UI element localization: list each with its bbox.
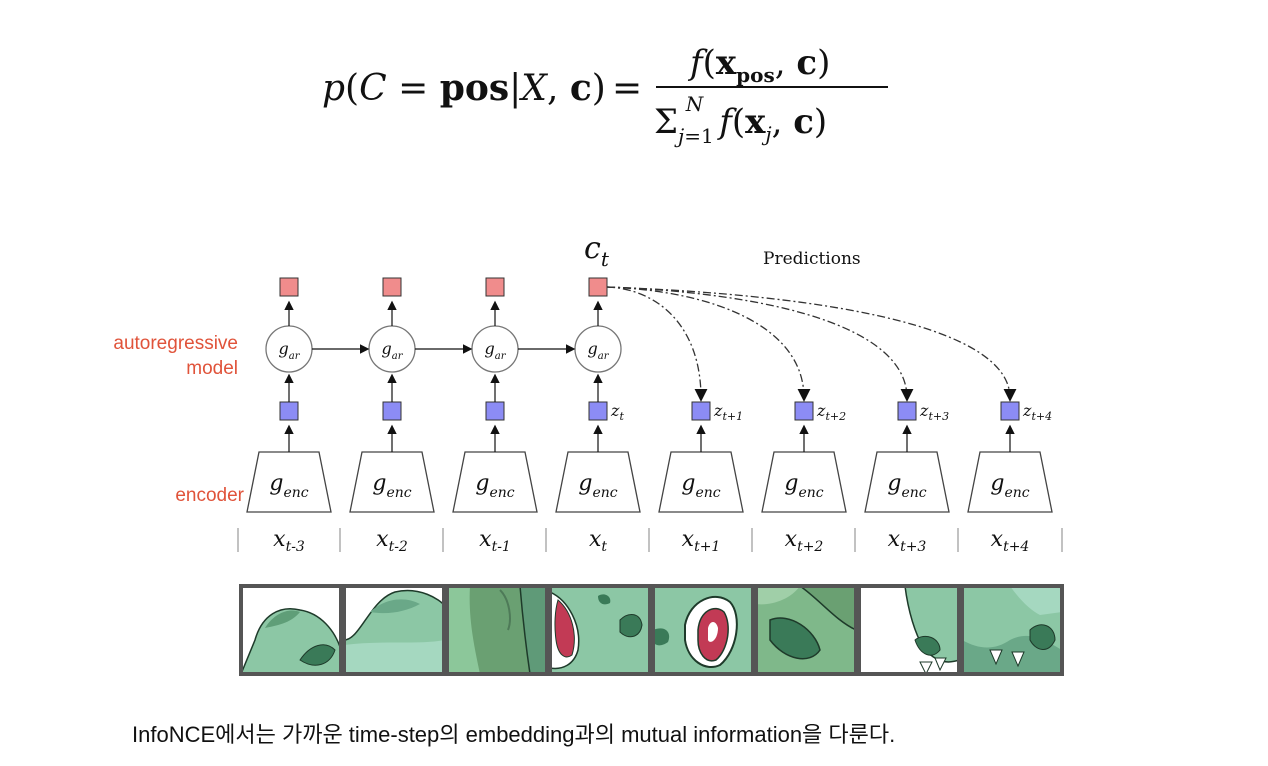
x-label: xt+2 [785, 527, 824, 555]
encoder-label: encoder [175, 485, 244, 506]
timestep-column-5: genc zt+1 xt+1 [658, 401, 744, 555]
formula-equals: = [612, 68, 642, 109]
input-separators [237, 528, 1063, 552]
z-box [897, 401, 917, 421]
encoder-block [555, 451, 641, 513]
context-box [588, 277, 608, 297]
context-box [382, 277, 402, 297]
z-box [588, 401, 608, 421]
formula-numerator: f(xpos, c) [687, 43, 830, 87]
timestep-columns: gencgarxt-3gencgarxt-2gencgarxt-1gencztg… [246, 277, 1053, 555]
timestep-column-4: genc zt gar xt [555, 277, 641, 555]
image-patch-2 [342, 584, 446, 676]
formula-lhs: p(C = pos|X, c) [322, 67, 606, 109]
x-label: xt [589, 527, 607, 555]
z-box [279, 401, 299, 421]
image-patch-6 [754, 584, 858, 676]
z-box [485, 401, 505, 421]
encoder-block [967, 451, 1053, 513]
caption: InfoNCE에서는 가까운 time-step의 embedding과의 mu… [132, 722, 895, 747]
encoder-block [349, 451, 435, 513]
z-label: zt+4 [1022, 401, 1052, 423]
encoder-block [452, 451, 538, 513]
encoder-block-label: genc [681, 471, 720, 501]
z-box [382, 401, 402, 421]
context-box [279, 277, 299, 297]
timestep-column-2: genc gar xt-2 [349, 277, 435, 555]
z-label: zt+1 [713, 401, 743, 423]
encoder-block [864, 451, 950, 513]
z-box [1000, 401, 1020, 421]
image-patch-5 [651, 584, 755, 676]
encoder-block-label: genc [475, 471, 514, 501]
context-box [485, 277, 505, 297]
predictions-label: Predictions [763, 249, 861, 269]
encoder-block [246, 451, 332, 513]
cpc-diagram: autoregressive model encoder ct Predicti… [113, 231, 1064, 676]
encoder-block-label: genc [372, 471, 411, 501]
encoder-block [658, 451, 744, 513]
timestep-column-6: genc zt+2 xt+2 [761, 401, 847, 555]
encoder-block-label: genc [269, 471, 308, 501]
image-patch-4 [548, 584, 652, 676]
prediction-arrow-4 [606, 286, 1017, 402]
model-label: model [186, 358, 238, 379]
z-box [691, 401, 711, 421]
timestep-column-8: genc zt+4 xt+4 [967, 401, 1053, 555]
x-label: xt+1 [682, 527, 721, 555]
gar-node [368, 325, 416, 373]
gar-node-label: gar [279, 339, 301, 362]
prediction-arrow-1 [606, 286, 708, 402]
context-label: ct [584, 231, 610, 271]
gar-node [471, 325, 519, 373]
encoder-block-label: genc [887, 471, 926, 501]
prediction-arrow-3 [606, 286, 914, 402]
gar-node [265, 325, 313, 373]
x-label: xt-2 [376, 527, 408, 555]
encoder-block [761, 451, 847, 513]
encoder-block-label: genc [784, 471, 823, 501]
image-patch-1 [239, 584, 343, 676]
image-patches [239, 584, 1064, 676]
timestep-column-1: genc gar xt-3 [246, 277, 332, 555]
image-patch-8 [960, 584, 1064, 676]
x-label: xt-3 [273, 527, 305, 555]
encoder-block-label: genc [578, 471, 617, 501]
image-patch-3 [445, 584, 549, 676]
gar-node-label: gar [588, 339, 610, 362]
prediction-arrows [606, 286, 1017, 402]
z-label: zt+3 [919, 401, 949, 423]
z-label: zt [610, 401, 624, 423]
x-label: xt-1 [479, 527, 511, 555]
x-label: xt+3 [888, 527, 927, 555]
gar-node [574, 325, 622, 373]
timestep-column-3: genc gar xt-1 [452, 277, 538, 555]
image-patch-7 [857, 584, 961, 676]
gar-node-label: gar [382, 339, 404, 362]
z-label: zt+2 [816, 401, 846, 423]
gar-node-label: gar [485, 339, 507, 362]
autoregressive-label: autoregressive [113, 333, 238, 354]
x-label: xt+4 [991, 527, 1030, 555]
prediction-arrow-2 [606, 286, 811, 402]
z-box [794, 401, 814, 421]
encoder-block-label: genc [990, 471, 1029, 501]
timestep-column-7: genc zt+3 xt+3 [864, 401, 950, 555]
